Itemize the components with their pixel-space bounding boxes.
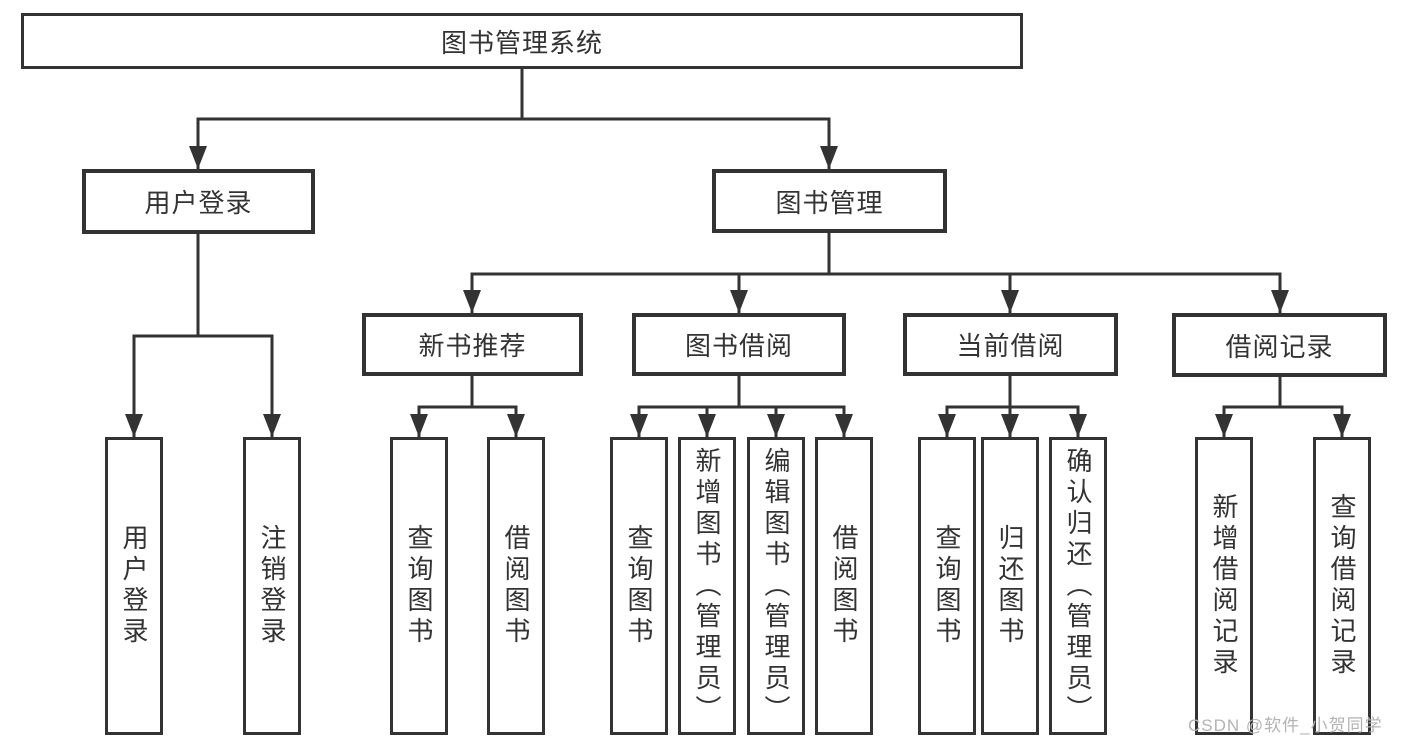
leaf-cb-query-books: 查询图书 — [918, 437, 976, 735]
leaf-bb-edit-books-admin: 编辑图书（管理员） — [747, 437, 805, 735]
leaf-cb-confirm-return-admin: 确认归还（管理员） — [1049, 437, 1107, 735]
leaf-bb-add-books-admin: 新增图书（管理员） — [678, 437, 736, 735]
leaf-bb-query-books: 查询图书 — [610, 437, 668, 735]
leaf-logout-login: 注销登录 — [243, 437, 301, 735]
watermark: CSDN @软件_小贺同学 — [1188, 716, 1383, 735]
leaf-bb-borrow-books: 借阅图书 — [815, 437, 873, 735]
node-user-login-branch: 用户登录 — [82, 169, 315, 234]
leaf-user-login: 用户登录 — [105, 437, 163, 735]
node-current-borrowing: 当前借阅 — [903, 313, 1118, 376]
node-book-borrowing: 图书借阅 — [632, 313, 846, 376]
node-library-management-system: 图书管理系统 — [21, 13, 1023, 69]
leaf-br-add-borrow-record: 新增借阅记录 — [1195, 437, 1253, 735]
node-book-management: 图书管理 — [712, 169, 947, 233]
node-new-book-recommend: 新书推荐 — [362, 313, 583, 376]
leaf-cb-return-books: 归还图书 — [981, 437, 1039, 735]
leaf-nb-query-books: 查询图书 — [390, 437, 448, 735]
leaf-br-query-borrow-record: 查询借阅记录 — [1313, 437, 1371, 735]
node-borrowing-records: 借阅记录 — [1172, 313, 1387, 377]
leaf-nb-borrow-books: 借阅图书 — [487, 437, 545, 735]
